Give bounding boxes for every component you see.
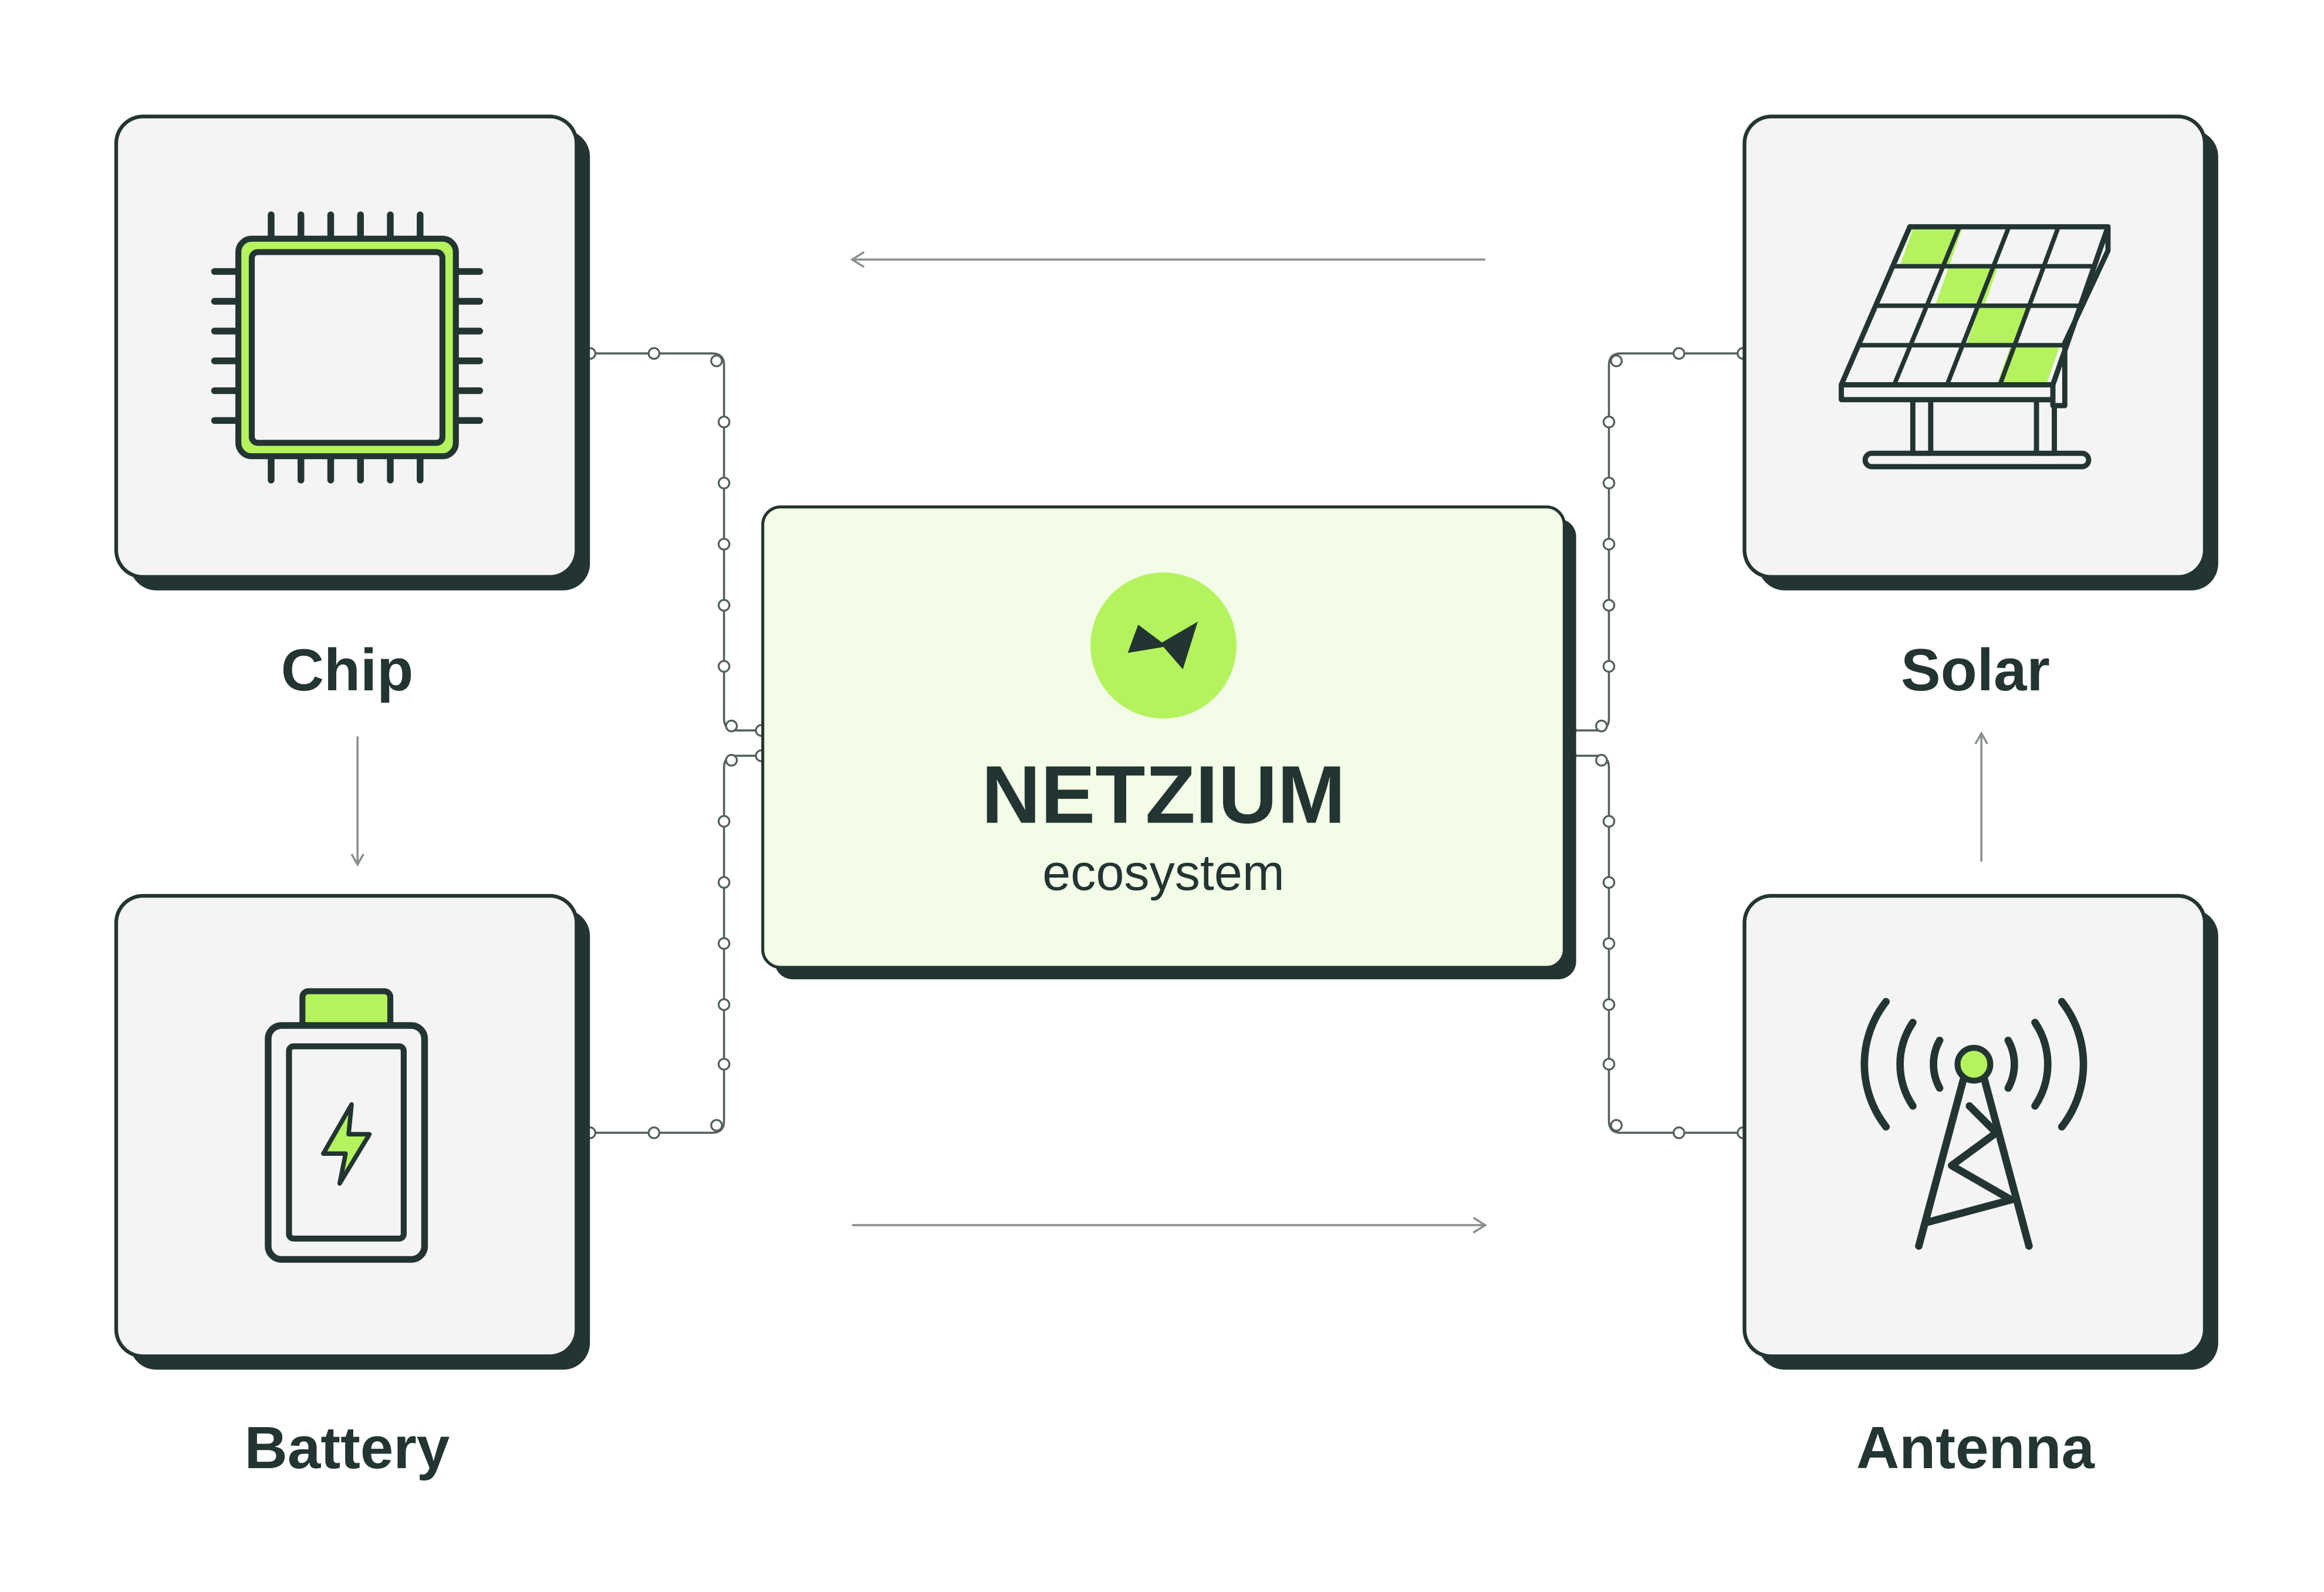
battery-icon [265,988,428,1263]
card-chip[interactable] [114,114,590,591]
connector-node [710,354,723,367]
card-antenna[interactable] [1742,893,2218,1370]
connector-node [1602,538,1616,551]
arrow-bottom-right [852,1216,1488,1234]
arrow-top-left [850,251,1485,268]
connector-node [717,477,731,490]
connector-node [1673,347,1685,360]
connector-node [1602,1058,1616,1071]
connector-node [1602,599,1616,612]
connector-node [1610,1119,1623,1132]
connector-node [717,660,731,673]
brand-subtitle: ecosystem [1042,845,1284,901]
connector-node [717,815,731,828]
center-card[interactable]: NETZIUM ecosystem [761,505,1576,980]
solar-label: Solar [1901,636,2050,703]
connector-node [1602,998,1616,1011]
connector-node [725,754,738,767]
connector-node [647,1126,661,1139]
connector-antenna-center [1570,754,1743,1134]
arrow-antenna-to-solar [1974,731,1988,862]
antenna-tower-icon [1860,997,2087,1250]
lightning-zigzag-icon [1090,572,1237,719]
brand-name: NETZIUM [981,749,1345,841]
chip-icon [211,211,484,484]
connector-node [717,937,731,950]
connector-node [717,416,731,429]
connector-node [717,1058,731,1071]
connector-node [647,347,661,360]
card-solar[interactable] [1742,114,2218,591]
connector-node [1602,660,1616,673]
battery-label: Battery [245,1414,450,1481]
connector-node [1602,815,1616,828]
connector-node [1595,719,1608,733]
connector-node [717,876,731,889]
connector-node [1673,1126,1685,1139]
connector-node [717,538,731,551]
connector-node [717,599,731,612]
solar-panel-icon [1839,224,2111,470]
antenna-label: Antenna [1856,1414,2096,1481]
connector-node [1602,937,1616,950]
connector-node [710,1119,723,1132]
connector-chip-center [590,352,762,732]
connector-node [1595,754,1608,767]
connector-node [1602,416,1616,429]
connector-node [725,719,738,733]
connector-solar-center [1570,352,1743,732]
connector-node [1602,477,1616,490]
arrow-chip-to-battery [350,736,364,867]
chip-label: Chip [281,636,414,703]
connector-node [1602,876,1616,889]
connector-node [1610,354,1623,367]
connector-node [717,998,731,1011]
connector-battery-center [590,754,762,1134]
card-battery[interactable] [114,893,590,1370]
